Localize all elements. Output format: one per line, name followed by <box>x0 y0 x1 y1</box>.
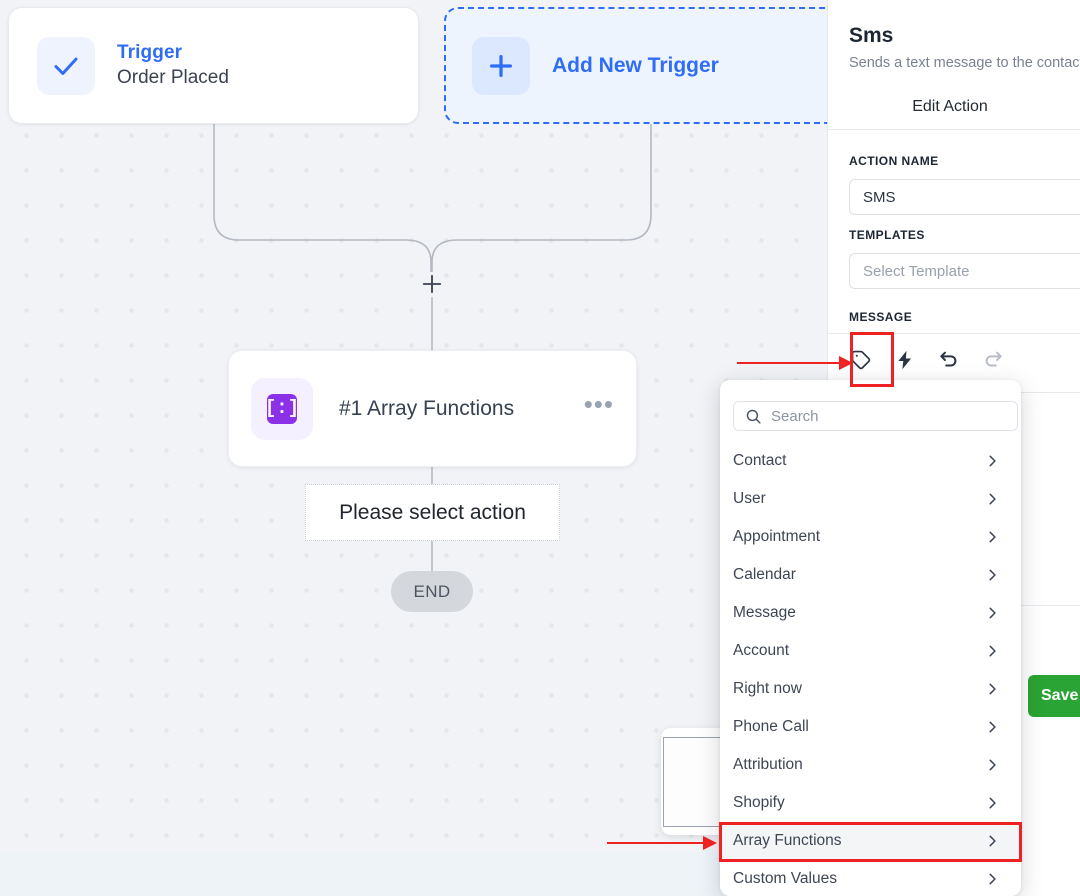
trigger-card[interactable]: Trigger Order Placed <box>8 7 419 124</box>
chevron-right-icon <box>985 568 999 582</box>
dropdown-item-contact[interactable]: Contact <box>720 442 1021 480</box>
add-step-plus-icon[interactable] <box>419 271 445 297</box>
trigger-subtitle: Order Placed <box>117 67 229 88</box>
message-editor-toolbar <box>846 337 1080 383</box>
chevron-right-icon <box>985 644 999 658</box>
trigger-text-group: Trigger Order Placed <box>117 42 229 89</box>
dropdown-item-user[interactable]: User <box>720 480 1021 518</box>
dropdown-item-label: Calendar <box>733 566 796 583</box>
array-functions-glyph: [:] <box>265 393 299 424</box>
dropdown-item-shopify[interactable]: Shopify <box>720 784 1021 822</box>
action-name-value: SMS <box>863 188 896 206</box>
dropdown-item-phone-call[interactable]: Phone Call <box>720 708 1021 746</box>
chevron-right-icon <box>985 682 999 696</box>
tag-icon[interactable] <box>846 345 876 375</box>
chevron-right-icon <box>985 492 999 506</box>
dropdown-item-calendar[interactable]: Calendar <box>720 556 1021 594</box>
plus-icon <box>472 36 530 95</box>
panel-divider-top <box>828 129 1080 130</box>
chevron-right-icon <box>985 796 999 810</box>
dropdown-item-right-now[interactable]: Right now <box>720 670 1021 708</box>
workflow-canvas[interactable]: Trigger Order Placed Add New Trigger <box>0 0 827 852</box>
select-action-tooltip: Please select action <box>305 484 560 541</box>
search-input[interactable]: Search <box>733 401 1018 431</box>
dropdown-item-label: Right now <box>733 680 802 697</box>
search-icon <box>745 408 762 425</box>
dropdown-item-custom-values[interactable]: Custom Values <box>720 860 1021 896</box>
chevron-right-icon <box>985 530 999 544</box>
panel-description: Sends a text message to the contact <box>849 55 1080 71</box>
trigger-title: Trigger <box>117 42 183 63</box>
dropdown-item-array-functions[interactable]: Array Functions <box>720 822 1021 860</box>
dropdown-item-appointment[interactable]: Appointment <box>720 518 1021 556</box>
template-placeholder: Select Template <box>863 262 970 280</box>
save-action-button[interactable]: Save Action <box>1028 675 1080 717</box>
chevron-right-icon <box>985 834 999 848</box>
select-action-text: Please select action <box>339 500 526 524</box>
chevron-right-icon <box>985 606 999 620</box>
add-new-trigger-label: Add New Trigger <box>552 53 719 77</box>
action-node-menu-icon[interactable]: ••• <box>583 388 614 419</box>
dropdown-item-label: Account <box>733 642 790 659</box>
chevron-right-icon <box>985 872 999 886</box>
tab-edit-action[interactable]: Edit Action <box>912 98 988 115</box>
undo-icon[interactable] <box>934 345 964 375</box>
panel-title: Sms <box>849 24 894 47</box>
lightning-icon[interactable] <box>890 345 920 375</box>
search-placeholder: Search <box>771 407 819 425</box>
chevron-right-icon <box>985 720 999 734</box>
dropdown-item-label: User <box>733 490 766 507</box>
template-select[interactable]: Select Template <box>849 253 1080 289</box>
dropdown-item-label: Custom Values <box>733 870 837 887</box>
dropdown-item-account[interactable]: Account <box>720 632 1021 670</box>
panel-divider-message <box>828 333 1080 334</box>
action-name-input[interactable]: SMS <box>849 179 1080 215</box>
dropdown-item-message[interactable]: Message <box>720 594 1021 632</box>
templates-label: TEMPLATES <box>849 228 925 242</box>
add-new-trigger-button[interactable]: Add New Trigger <box>444 7 827 124</box>
action-node-label: #1 Array Functions <box>339 396 515 420</box>
end-node: END <box>391 571 473 612</box>
dropdown-item-label: Phone Call <box>733 718 809 735</box>
chevron-right-icon <box>985 758 999 772</box>
dropdown-item-label: Attribution <box>733 756 803 773</box>
dropdown-item-label: Array Functions <box>733 832 842 849</box>
save-action-label: Save Action <box>1041 687 1080 704</box>
dropdown-item-label: Appointment <box>733 528 821 545</box>
check-icon <box>37 36 95 95</box>
end-node-label: END <box>413 581 451 601</box>
redo-icon[interactable] <box>978 345 1008 375</box>
canvas-bottom-strip <box>0 852 827 896</box>
message-label: MESSAGE <box>849 310 913 324</box>
dropdown-item-label: Contact <box>733 452 787 469</box>
chevron-right-icon <box>985 454 999 468</box>
action-node-array-functions[interactable]: [:] #1 Array Functions ••• <box>228 350 637 467</box>
dropdown-item-attribution[interactable]: Attribution <box>720 746 1021 784</box>
array-functions-icon: [:] <box>251 377 313 440</box>
action-name-label: ACTION NAME <box>849 154 939 168</box>
dropdown-item-label: Message <box>733 604 796 621</box>
dropdown-item-label: Shopify <box>733 794 785 811</box>
